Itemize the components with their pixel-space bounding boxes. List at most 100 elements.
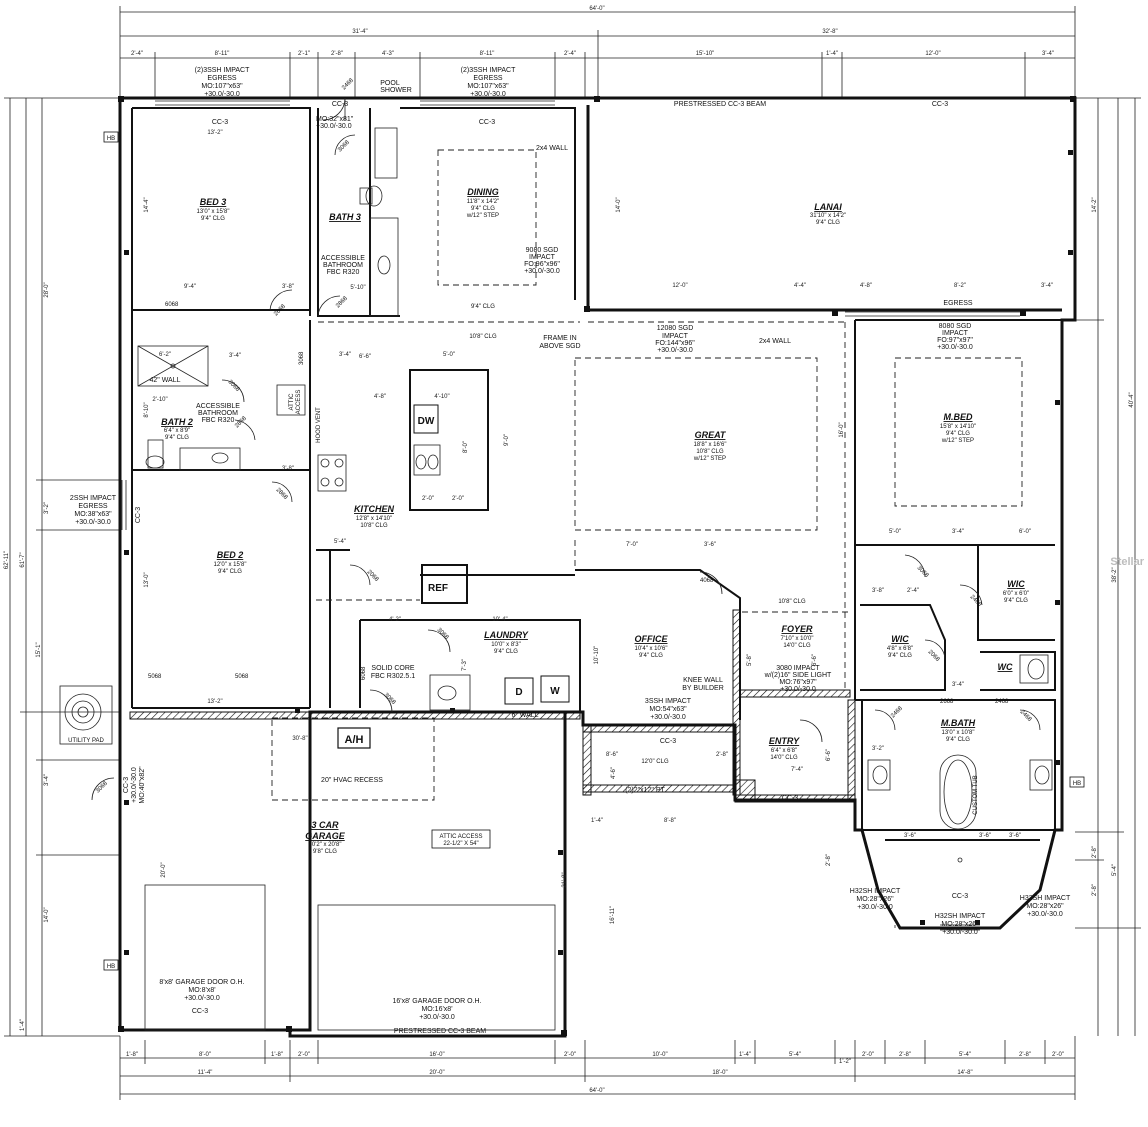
- note-garage-door-16: 16'x8' GARAGE DOOR O.H. MO:16'x8' +30.0/…: [392, 998, 481, 1021]
- svg-text:+30.0/-30.0: +30.0/-30.0: [780, 686, 816, 693]
- svg-text:8080 SGD: 8080 SGD: [939, 323, 972, 330]
- fixtures: [59, 127, 1053, 863]
- svg-text:H32SH IMPACT: H32SH IMPACT: [935, 913, 986, 920]
- dim-top-seg: 15'-10": [696, 51, 715, 57]
- room-size: 6'0" x 6'0": [1003, 591, 1029, 597]
- svg-text:+30.0/-30.0: +30.0/-30.0: [419, 1014, 455, 1021]
- room-laundry: LAUNDRY 10'0" x 8'3" 9'4" CLG: [484, 630, 529, 655]
- note-sgd-8080: 8080 SGD IMPACT FO:97"x97" +30.0/-30.0: [937, 323, 973, 351]
- dimension-text-left: 62'-11" 61'-7" 15'-1" 1'-4" 28'-0" 3'-2"…: [4, 282, 167, 1031]
- dim-right-inner: 14'-2": [1092, 197, 1098, 212]
- svg-text:+30.0/-30.0: +30.0/-30.0: [650, 714, 686, 721]
- svg-text:2468: 2468: [341, 77, 355, 91]
- note-utility-pad: UTILITY PAD: [68, 738, 104, 744]
- svg-text:EGRESS: EGRESS: [473, 75, 503, 82]
- note-cc3: CC-3: [932, 101, 948, 108]
- svg-text:8'x8' GARAGE DOOR O.H.: 8'x8' GARAGE DOOR O.H.: [159, 979, 244, 986]
- svg-text:+30.0/-30.0: +30.0/-30.0: [1027, 911, 1063, 918]
- svg-text:5'-10": 5'-10": [350, 285, 365, 291]
- dim-bottom-mid: 11'-4": [198, 1070, 213, 1076]
- note-custom-tub: CUSTOM TUB: [973, 775, 979, 814]
- svg-text:(2)3SSH IMPACT: (2)3SSH IMPACT: [195, 67, 250, 74]
- room-ceiling: 9'4" CLG: [1004, 598, 1028, 604]
- svg-text:3068: 3068: [383, 692, 397, 706]
- dim-top-seg: 2'-4": [131, 51, 143, 57]
- svg-text:+30.0/-30.0: +30.0/-30.0: [316, 123, 352, 130]
- svg-text:3'-4": 3'-4": [339, 352, 351, 358]
- svg-text:6'-6": 6'-6": [359, 354, 371, 360]
- svg-text:w/(2)16" SIDE LIGHT: w/(2)16" SIDE LIGHT: [764, 672, 832, 679]
- dim-bottom-seg: 1'-4": [739, 1052, 751, 1058]
- svg-text:2468: 2468: [890, 705, 904, 719]
- svg-text:13'-0": 13'-0": [144, 572, 150, 587]
- note-2x4-wall: 2x4 WALL: [759, 338, 791, 345]
- room-ceiling: 9'4" CLG: [494, 649, 518, 655]
- room-wic-2: WIC 4'8" x 6'8" 9'4" CLG: [887, 634, 913, 659]
- svg-text:6'-2": 6'-2": [159, 352, 171, 358]
- room-ceiling: 10'8" CLG: [360, 523, 388, 529]
- note-prestressed-top: PRESTRESSED CC-3 BEAM: [674, 101, 766, 108]
- hose-bib-icon: HB: [107, 964, 115, 970]
- svg-text:4'-4": 4'-4": [794, 283, 806, 289]
- watermark-logo: Stellar: [1110, 556, 1144, 568]
- svg-text:3'-8": 3'-8": [282, 284, 294, 290]
- room-bath3: BATH 3: [329, 212, 361, 222]
- appliance-dishwasher: DW: [418, 416, 435, 427]
- dim-left-overall: 62'-11": [4, 551, 10, 569]
- note-cc3: CC-3: [952, 893, 968, 900]
- room-name: BED 2: [217, 550, 244, 560]
- ceiling-outlines: [271, 149, 1023, 801]
- svg-text:3068: 3068: [916, 565, 930, 579]
- room-name: OFFICE: [635, 634, 669, 644]
- room-mbath: M.BATH 13'0" x 10'8" 9'4" CLG: [941, 718, 976, 743]
- room-size: 12'0" x 15'8": [214, 562, 247, 568]
- room-name-2: GARAGE: [305, 831, 345, 841]
- room-size: 6'4" x 8'9": [164, 428, 190, 434]
- svg-text:2468: 2468: [995, 699, 1009, 705]
- svg-text:MO:54"x63": MO:54"x63": [649, 706, 687, 713]
- hose-bib-icon: HB: [1073, 781, 1081, 787]
- room-ceiling: 9'4" CLG: [816, 220, 840, 226]
- note-side-door: CC-3 +30.0/-30.0 MO:40"x82": [123, 766, 146, 804]
- dim-left-part: 15'-1": [36, 642, 42, 657]
- dim-bottom-seg: 16'-0": [429, 1052, 444, 1058]
- note-cc3: CC-3: [212, 119, 228, 126]
- note-cc3: CC-3: [192, 1008, 208, 1015]
- room-ceiling: 9'4" CLG: [165, 435, 189, 441]
- dim-bottom-seg: 2'-0": [862, 1052, 874, 1058]
- dim-top-seg: 1'-4": [826, 51, 838, 57]
- svg-text:14'-0": 14'-0": [616, 197, 622, 212]
- dim-overall-bottom: 64'-0": [589, 1088, 604, 1094]
- svg-text:14'-4": 14'-4": [144, 197, 150, 212]
- svg-text:IMPACT: IMPACT: [662, 333, 689, 340]
- svg-text:1'-4": 1'-4": [591, 818, 603, 824]
- note-pool-shower: POOL SHOWER: [380, 80, 412, 94]
- svg-text:3'-6": 3'-6": [704, 542, 716, 548]
- dim-left-inner: 14'-0": [44, 907, 50, 922]
- svg-text:6068: 6068: [165, 302, 179, 308]
- svg-text:+30.0/-30.0: +30.0/-30.0: [937, 344, 973, 351]
- svg-text:+30.0/-30.0: +30.0/-30.0: [857, 904, 893, 911]
- svg-text:16'-0": 16'-0": [839, 422, 845, 437]
- svg-text:16'x8' GARAGE DOOR O.H.: 16'x8' GARAGE DOOR O.H.: [392, 998, 481, 1005]
- dim-right-overall: 40'-4": [1129, 392, 1135, 407]
- svg-text:7'-3": 7'-3": [462, 659, 468, 671]
- svg-text:8'-0": 8'-0": [463, 441, 469, 453]
- hatched-walls: [129, 609, 856, 803]
- svg-text:CC-3: CC-3: [123, 777, 130, 793]
- note-42-wall: 42" WALL: [149, 377, 180, 384]
- svg-text:4'-2": 4'-2": [389, 617, 401, 623]
- note-cc3: CC-3: [479, 119, 495, 126]
- structural-posts: [118, 96, 1076, 1036]
- dimension-text-bottom: 1'-8" 8'-0" 1'-8" 2'-0" 16'-0" 2'-0" 10'…: [126, 1052, 1064, 1094]
- svg-text:5'-4": 5'-4": [334, 539, 346, 545]
- svg-text:ACCESS: ACCESS: [296, 390, 302, 415]
- air-handler-label: A/H: [345, 734, 364, 746]
- svg-text:12'-0": 12'-0": [672, 283, 687, 289]
- dim-top-seg: 2'-1": [298, 51, 310, 57]
- svg-text:2'-4": 2'-4": [907, 588, 919, 594]
- room-name: ENTRY: [769, 736, 800, 746]
- svg-text:BATHROOM: BATHROOM: [323, 262, 363, 269]
- room-name: WIC: [1007, 579, 1025, 589]
